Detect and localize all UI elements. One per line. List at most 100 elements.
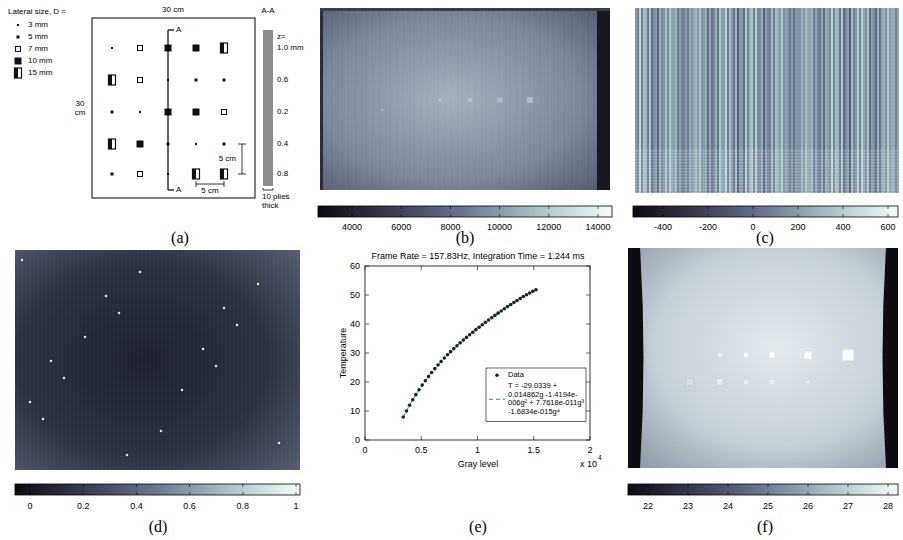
colorbar-tick: [189, 484, 190, 487]
sensor-stripe: [146, 250, 147, 470]
colorbar-tick-label: 0.4: [130, 501, 143, 511]
defect-marker: [109, 75, 113, 85]
axis-tick: [586, 266, 590, 267]
defect-marker: [17, 36, 20, 39]
bad-pixel: [21, 259, 23, 261]
sensor-stripe: [274, 250, 275, 470]
colorbar-tick-label: 24: [723, 501, 733, 511]
sensor-stripe: [138, 250, 139, 470]
defect-marker: [15, 58, 22, 65]
colorbar-tick: [753, 214, 754, 217]
sensor-stripe: [90, 250, 91, 470]
sensor-stripe: [38, 250, 39, 470]
sensor-stripe: [409, 8, 410, 190]
data-point: [424, 379, 428, 383]
colorbar-tick: [888, 484, 889, 487]
sensor-stripe: [325, 8, 326, 190]
colorbar: [633, 206, 898, 217]
pixel-row: [635, 22, 898, 23]
colorbar-tick: [798, 206, 799, 209]
sensor-stripe: [66, 250, 67, 470]
sensor-stripe: [559, 8, 560, 190]
data-point: [427, 375, 431, 379]
sensor-stripe: [328, 8, 329, 190]
data-point: [462, 338, 466, 342]
sensor-stripe: [266, 250, 267, 470]
sensor-stripe: [553, 8, 554, 190]
data-point: [509, 303, 513, 307]
sensor-stripe: [448, 8, 449, 190]
sensor-stripe: [400, 8, 401, 190]
colorbar-tick-label: 14000: [585, 222, 610, 232]
sensor-stripe: [170, 250, 171, 470]
panel-label: (e): [469, 518, 487, 536]
sensor-stripe: [427, 8, 428, 190]
colorbar-tick: [843, 214, 844, 217]
sensor-stripe: [150, 250, 151, 470]
depth-label: 0.6: [277, 75, 288, 84]
colorbar-tick-label: 0: [27, 501, 32, 511]
colorbar-tick: [688, 484, 689, 487]
pixel-row: [635, 150, 898, 152]
defect-marker: [221, 43, 225, 53]
pixel-row: [635, 102, 898, 103]
pixel-row: [635, 42, 898, 43]
sensor-stripe: [397, 8, 398, 190]
colorbar-tick-label: 27: [843, 501, 853, 511]
colorbar-tick: [598, 206, 599, 209]
dark-edge: [628, 248, 644, 468]
sensor-stripe: [376, 8, 377, 190]
sensor-stripe: [445, 8, 446, 190]
sensor-stripe: [166, 250, 167, 470]
sensor-stripe: [535, 8, 536, 190]
colorbar-tick: [843, 206, 844, 209]
data-point: [468, 333, 472, 337]
pixel-row: [635, 66, 898, 67]
data-point: [474, 328, 478, 332]
pixel-row: [635, 18, 898, 19]
sensor-stripe: [421, 8, 422, 190]
dimension-line: [196, 184, 224, 185]
defect-spot: [719, 354, 722, 357]
sensor-stripe: [86, 250, 87, 470]
pixel-row: [635, 106, 898, 107]
section-line: [167, 30, 168, 190]
axis-multiplier: x 10: [580, 459, 597, 469]
sensor-stripe: [466, 8, 467, 190]
sensor-stripe: [382, 8, 383, 190]
legend-box: [486, 368, 586, 422]
sensor-stripe: [595, 8, 596, 190]
dark-edge: [320, 8, 610, 11]
sensor-stripe: [214, 250, 215, 470]
colorbar-tick: [548, 206, 549, 209]
sensor-stripe: [298, 250, 299, 470]
data-point: [515, 299, 519, 303]
sensor-stripe: [457, 8, 458, 190]
data-point: [414, 393, 418, 397]
sensor-stripe: [234, 250, 235, 470]
spacing-dimension: 5 cm: [201, 186, 218, 195]
sensor-stripe: [556, 8, 557, 190]
sensor-stripe: [379, 8, 380, 190]
defect-marker: [17, 24, 19, 26]
pixel-row: [635, 142, 898, 143]
data-point: [417, 388, 421, 392]
legend-label: Data: [508, 371, 524, 380]
sensor-stripe: [574, 8, 575, 190]
colorbar-tick: [30, 484, 31, 487]
temperature-image: [628, 248, 898, 468]
sensor-stripe: [511, 8, 512, 190]
axis-tick-label: 30: [350, 348, 360, 358]
sensor-stripe: [544, 8, 545, 190]
sensor-stripe: [282, 250, 283, 470]
axis-tick: [365, 295, 369, 296]
pixel-row: [635, 98, 898, 99]
colorbar-tick: [30, 492, 31, 495]
sensor-stripe: [343, 8, 344, 190]
sensor-stripe: [583, 8, 584, 190]
sensor-stripe: [568, 8, 569, 190]
sensor-stripe: [154, 250, 155, 470]
colorbar-tick: [888, 214, 889, 217]
data-point: [433, 367, 437, 371]
